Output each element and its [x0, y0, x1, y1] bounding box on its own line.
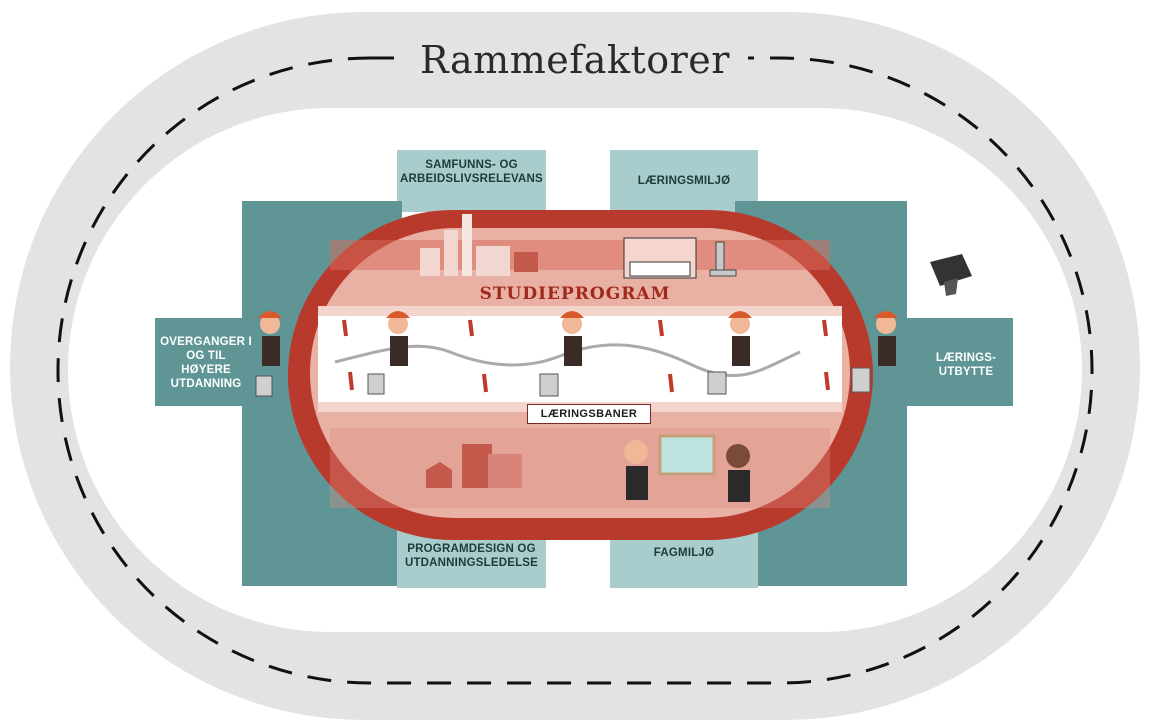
panel-overganger-bg — [155, 318, 255, 406]
suitcase-icon — [707, 371, 727, 395]
label-fagmiljo: FAGMILJØ — [653, 547, 715, 559]
lane-posts — [342, 319, 830, 393]
whiteboard-icon — [658, 434, 716, 476]
panel-samfunn-bg — [397, 150, 546, 212]
student-figure-icon — [874, 311, 898, 366]
blocks-icon — [426, 444, 522, 488]
suitcase-icon — [367, 373, 385, 395]
teacher-icon — [726, 444, 750, 502]
label-laeringsbaner: LÆRINGSBANER — [527, 404, 651, 424]
student-figure-icon — [560, 311, 584, 366]
teacher-icon — [624, 440, 648, 500]
panel-laeringsutbytte-bg — [905, 318, 1013, 406]
label-studieprogram: STUDIEPROGRAM — [479, 284, 671, 304]
suitcase-icon — [255, 375, 273, 397]
track-bottom-band — [330, 428, 830, 508]
label-overganger: OVERGANGER I OG TIL HØYERE UTDANNING — [160, 336, 252, 390]
panel-laeringsmiljo-bg — [610, 150, 758, 212]
suitcases — [255, 367, 871, 397]
label-laeringsmiljo: LÆRINGSMILJØ — [637, 175, 731, 187]
page-title: Rammefaktorer — [0, 38, 1150, 82]
label-programdesign: PROGRAMDESIGN OG UTDANNINGSLEDELSE — [404, 543, 539, 569]
graduation-cap-icon — [930, 254, 972, 296]
microscope-icon — [709, 241, 737, 277]
student-figure-icon — [258, 311, 282, 366]
label-samfunn: SAMFUNNS- OG ARBEIDSLIVSRELEVANS — [400, 159, 543, 185]
factory-icon — [420, 214, 538, 276]
label-laeringsutbytte: LÆRINGS-UTBYTTE — [935, 352, 997, 378]
student-figure-icon — [386, 311, 410, 366]
cable-line — [334, 343, 801, 378]
student-figure-icon — [728, 311, 752, 366]
suitcase-icon — [851, 367, 871, 393]
suitcase-icon — [539, 373, 559, 397]
track-brick-band-top — [330, 240, 830, 270]
student-figures — [258, 311, 898, 366]
building-icon — [623, 237, 697, 279]
